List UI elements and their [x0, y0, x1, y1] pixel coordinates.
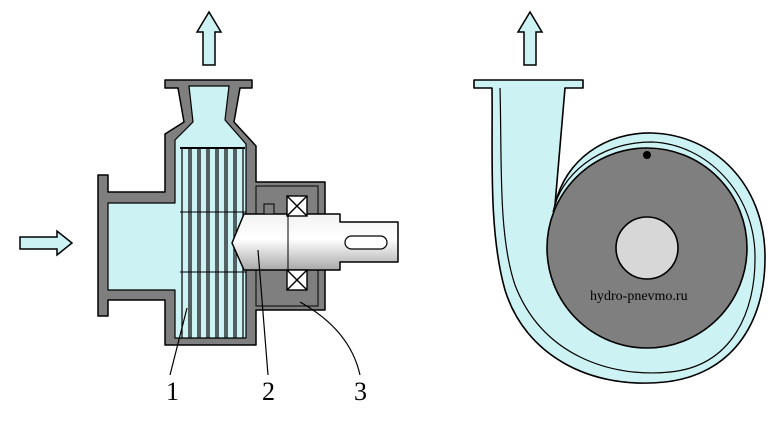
label-impeller: 1 [166, 377, 179, 406]
leader-line-2 [257, 249, 269, 376]
label-bearing: 3 [354, 377, 367, 406]
label-shaft: 2 [262, 377, 275, 406]
rotor-hub [615, 216, 679, 280]
shaft-keyway [344, 235, 388, 250]
volute-front-view: hydro-pnevmo.ru [473, 10, 766, 384]
outlet-arrow-icon [195, 10, 223, 66]
inlet-arrow-icon [19, 229, 74, 257]
bearing [286, 195, 308, 291]
rotor-marker-dot [643, 151, 651, 159]
side-section-view: 1 2 3 [19, 10, 399, 406]
leader-line-3 [299, 301, 361, 376]
watermark: hydro-pnevmo.ru [590, 289, 688, 304]
shaft-key [263, 203, 275, 215]
outlet-arrow-icon [516, 10, 544, 66]
leader-line-1 [169, 307, 188, 376]
